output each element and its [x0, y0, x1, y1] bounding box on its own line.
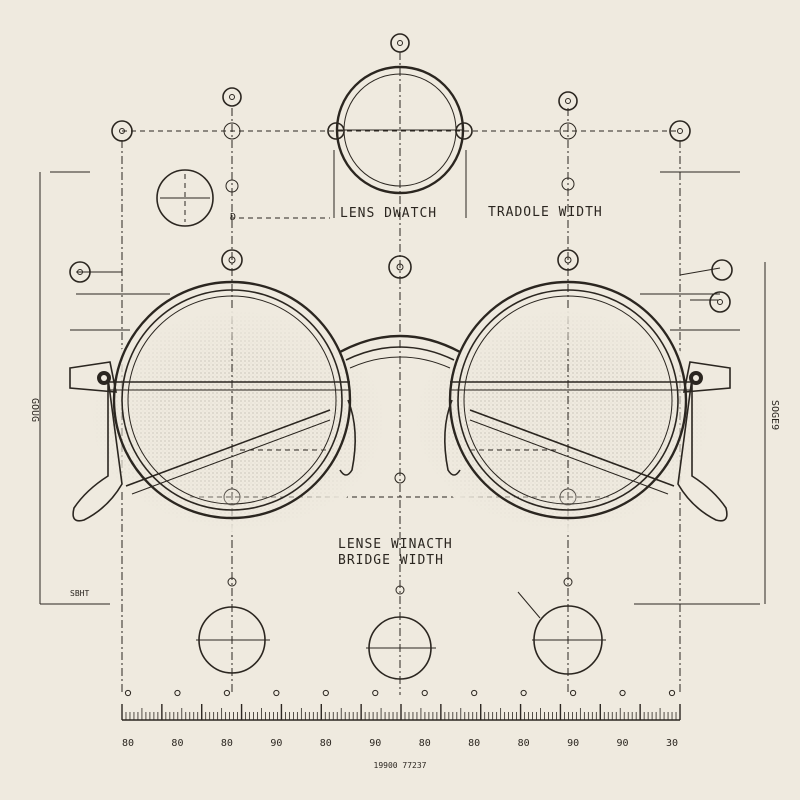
ruler-label: 90: [567, 738, 579, 749]
lens-top-label: LENS DWATCH: [340, 206, 437, 221]
ruler-label: 90: [617, 738, 629, 749]
eyeglasses: [69, 280, 731, 532]
ruler-label: 80: [221, 738, 233, 749]
ruler-dot: [569, 689, 577, 697]
ruler-label: 90: [369, 738, 381, 749]
ruler-dot: [619, 689, 626, 697]
ruler-label: 90: [270, 738, 282, 749]
left-dimension-label: GOUG: [29, 398, 40, 422]
ruler-dot: [421, 689, 428, 697]
small-circle-detail: [156, 169, 214, 227]
temple-width-label: TRADOLE WIDTH: [488, 205, 603, 220]
labels: LENS DWATCH TRADOLE WIDTH LENSE WINACTH …: [29, 205, 780, 770]
ruler-labels: 80 80 80 90 80 90 80 80 80 90 90 30: [122, 738, 678, 749]
ruler-label: 80: [518, 738, 530, 749]
measurement-ruler: 80 80 80 90 80 90 80 80 80 90 90 30: [121, 689, 681, 749]
ruler-caption: 19900 77237: [374, 761, 427, 770]
bottom-left-label: SBHT: [70, 589, 89, 598]
ruler-dot: [124, 689, 132, 697]
right-dimension-label: SOGE9: [769, 400, 780, 430]
small-d-label: D: [230, 212, 236, 223]
bridge-width-label: BRIDGE WIDTH: [338, 553, 444, 568]
ruler-label: 80: [419, 738, 431, 749]
ruler-label: 30: [666, 738, 678, 749]
ruler-dot: [668, 689, 676, 697]
ruler-label: 80: [122, 738, 134, 749]
ruler-label: 80: [468, 738, 480, 749]
ruler-ticks: [121, 704, 681, 720]
ruler-dot: [322, 689, 329, 697]
ruler-dot: [273, 689, 280, 697]
ruler-dot: [372, 689, 379, 697]
reference-markers: [69, 33, 733, 595]
ruler-dot: [471, 689, 478, 697]
ruler-dot: [174, 689, 181, 697]
ruler-label: 80: [171, 738, 183, 749]
ruler-dots: [124, 689, 676, 697]
lens-width-label: LENSE WINACTH: [338, 537, 453, 552]
ruler-dot: [223, 689, 231, 697]
ruler-label: 80: [320, 738, 332, 749]
ruler-dot: [520, 689, 527, 697]
bottom-lens-details: [196, 605, 606, 680]
